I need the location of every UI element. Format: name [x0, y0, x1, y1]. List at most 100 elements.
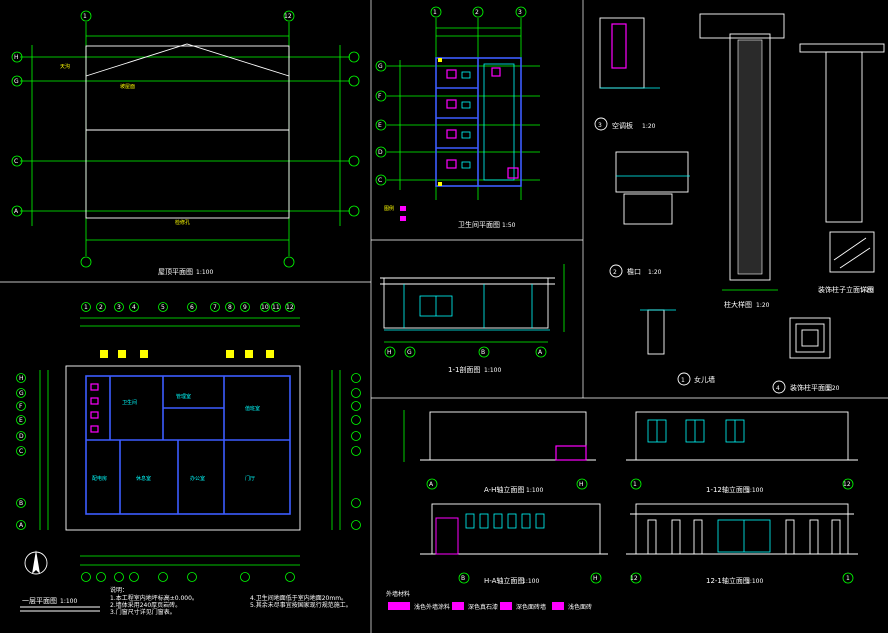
detail-3-drawing[interactable]: 3 空调板 1:20: [594, 17, 660, 131]
floor-grid-label: 8: [228, 304, 232, 311]
floor-plan-drawing[interactable]: 1 2 3 4 5 6 7 8 9 10 11 12 H G F E D C B…: [16, 302, 361, 617]
detail-2-drawing[interactable]: 2 檐口 1:20: [609, 151, 690, 278]
column-plan-title: 装饰柱平面图: [790, 383, 832, 392]
section-title: 1-1剖面图: [448, 365, 480, 374]
roof-grid-label: G: [14, 78, 19, 85]
elevation-axis-label: H: [593, 575, 598, 582]
column-plan-drawing[interactable]: 4 装饰柱平面图 1:20: [772, 317, 840, 394]
floor-plan-walls: [85, 375, 291, 515]
elevation-axis-label: A: [429, 481, 434, 488]
room-label: 门厅: [245, 475, 255, 482]
roof-note: 检修孔: [175, 219, 190, 226]
roof-plan-scale: 1:100: [196, 269, 213, 276]
toilet-plan-title: 卫生间平面图: [458, 220, 500, 229]
room-label: 办公室: [190, 475, 205, 482]
elevation-scale: 1:100: [522, 578, 539, 585]
elevation-scale: 1:100: [526, 487, 543, 494]
floor-plan-scale: 1:100: [60, 598, 77, 605]
legend-label: 浅色面砖: [568, 603, 592, 611]
column-elevation-drawing[interactable]: 装饰柱子立面详图 1:20: [799, 43, 885, 294]
roof-grid-label: 12: [284, 13, 292, 20]
toilet-grid-label: 3: [518, 9, 522, 16]
detail-3-title: 空调板: [612, 121, 633, 130]
elevation-1-12[interactable]: 1 12 1-12轴立面图 1:100: [626, 411, 858, 494]
section-scale: 1:100: [484, 367, 501, 374]
notes-title: 说明：: [110, 586, 128, 594]
column-section-drawing[interactable]: 柱大样图 1:20: [699, 13, 785, 309]
floor-plan-grid-axes: [16, 302, 361, 582]
section-1-1-drawing[interactable]: H G B A 1-1剖面图 1:100: [380, 264, 565, 374]
section-grid-axes: [384, 341, 548, 358]
toilet-grid-label: C: [378, 177, 382, 184]
legend-label: 深色面砖墙: [516, 603, 546, 611]
floor-grid-label: E: [19, 417, 23, 424]
detail-1-drawing[interactable]: 1 女儿墙: [640, 309, 715, 386]
design-notes: 说明： 1.本工程室内地坪标高±0.000。 2.墙体采用240厚页岩砖。 3.…: [110, 586, 352, 616]
elevation-h-a[interactable]: B H H-A轴立面图 1:100: [420, 503, 608, 585]
detail-3-number: 3: [598, 122, 602, 129]
room-label: 配电房: [92, 475, 107, 482]
roof-plan-drawing[interactable]: 1 12 H G C A 坡屋面 天沟 检修孔 屋顶平面图 1:100: [11, 10, 360, 276]
floor-grid-label: 2: [99, 304, 103, 311]
column-markers: [100, 350, 274, 358]
floor-grid-label: F: [19, 403, 23, 410]
canopy-outline: [65, 365, 301, 531]
detail-2-number: 2: [613, 269, 617, 276]
floor-grid-label: 3: [117, 304, 121, 311]
elevation-axis-label: B: [461, 575, 465, 582]
elevation-title: 12-1轴立面图: [706, 576, 750, 585]
section-grid-label: G: [407, 349, 412, 356]
roof-note: 天沟: [60, 63, 70, 70]
note-line: 3.门窗尺寸详见门窗表。: [110, 608, 176, 616]
floor-grid-label: D: [19, 433, 24, 440]
section-grid-label: B: [481, 349, 485, 356]
column-plan-scale: 1:20: [826, 385, 840, 392]
elevation-a-h[interactable]: A H A-H轴立面图 1:100: [403, 410, 596, 494]
room-label: 值班室: [245, 405, 260, 412]
note-line: 4.卫生间地面低于室内地面20mm。: [250, 594, 347, 602]
toilet-grid-label: 2: [475, 9, 479, 16]
column-elevation-title: 装饰柱子立面详图: [818, 285, 874, 294]
detail-4-number: 4: [776, 385, 780, 392]
elevation-axis-label: 1: [846, 575, 850, 582]
detail-2-title: 檐口: [627, 267, 641, 276]
toilet-plan-drawing[interactable]: 1 2 3 G F E D C 图例: [375, 6, 540, 229]
floor-grid-label: 12: [286, 304, 294, 311]
roof-grid-label: H: [14, 54, 19, 61]
elevation-material-legend: 外墙材料 浅色外墙涂料 深色真石漆 深色面砖墙 浅色面砖: [386, 590, 592, 611]
toilet-grid-label: D: [378, 149, 383, 156]
toilet-fixtures: [90, 383, 99, 433]
section-grid-label: A: [538, 349, 543, 356]
floor-grid-label: 5: [161, 304, 165, 311]
legend-swatch: [388, 602, 410, 610]
roof-outline: [85, 45, 290, 219]
detail-1-bubble: [677, 372, 691, 386]
floor-grid-label: 10: [261, 304, 269, 311]
elevation-axis-label: H: [579, 481, 584, 488]
floor-grid-label: 11: [272, 304, 280, 311]
legend-label: 深色真石漆: [468, 603, 498, 611]
note-line: 2.墙体采用240厚页岩砖。: [110, 601, 181, 609]
floor-grid-label: 4: [132, 304, 136, 311]
floor-grid-label: 9: [243, 304, 247, 311]
floor-grid-label: C: [19, 448, 23, 455]
floor-grid-label: 6: [190, 304, 194, 311]
floor-grid-label: A: [19, 522, 24, 529]
detail-3-bubble: [594, 117, 608, 131]
roof-plan-grid-axes: [11, 10, 360, 268]
roof-note: 坡屋面: [120, 83, 135, 90]
floor-grid-label: B: [19, 500, 23, 507]
floor-grid-label: G: [19, 390, 24, 397]
toilet-plan-scale: 1:50: [502, 222, 516, 229]
roof-grid-label: 1: [83, 13, 87, 20]
section-grid-label: H: [387, 349, 392, 356]
elevation-12-1[interactable]: 12 1 12-1轴立面图 1:100: [626, 503, 858, 585]
legend-swatch: [552, 602, 564, 610]
legend-swatch: [500, 602, 512, 610]
elevation-axis-label: 12: [630, 575, 638, 582]
toilet-grid-label: F: [378, 93, 382, 100]
elevation-title: 1-12轴立面图: [706, 485, 750, 494]
floor-plan-title: 一层平面图: [22, 597, 57, 605]
